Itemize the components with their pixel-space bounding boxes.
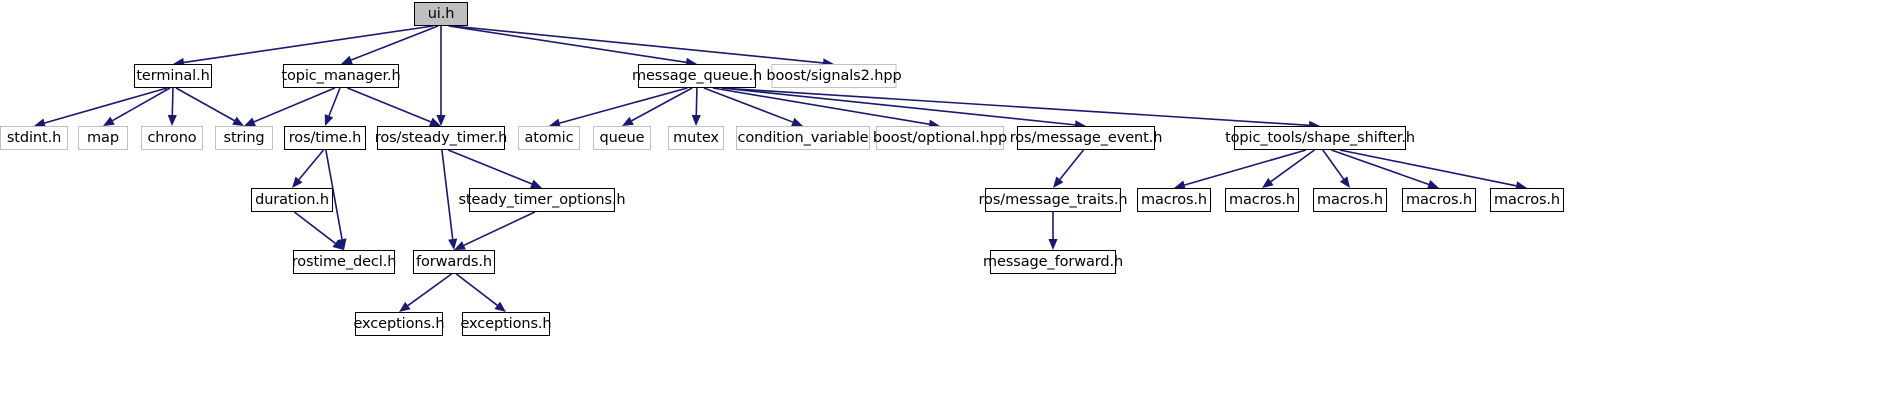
graph-edge-shape_shifter-to-macros5 [1339,149,1527,191]
graph-node-atomic[interactable]: atomic [518,126,580,150]
graph-node-rostime_decl[interactable]: rostime_decl.h [292,250,396,274]
graph-edge-ui-to-ros_steady_timer [436,26,446,126]
graph-node-message_queue[interactable]: message_queue.h [632,64,762,88]
graph-edge-ui-to-message_queue [448,25,697,67]
graph-node-duration[interactable]: duration.h [251,188,333,212]
graph-edge-terminal-to-chrono [167,87,177,126]
graph-node-macros1[interactable]: macros.h [1137,188,1211,212]
graph-node-mutex[interactable]: mutex [668,126,724,150]
graph-edge-message_queue-to-ros_message_event [721,87,1086,130]
graph-node-ros_message_event[interactable]: ros/message_event.h [1010,126,1162,150]
graph-edge-message_queue-to-mutex [691,87,701,126]
graph-node-macros4[interactable]: macros.h [1402,188,1476,212]
graph-node-ros_time[interactable]: ros/time.h [284,126,366,150]
graph-edge-ui-to-boost_signals2 [452,25,834,68]
graph-edge-terminal-to-stdint [34,87,168,128]
graph-node-topic_manager[interactable]: topic_manager.h [281,64,401,88]
graph-node-boost_signals2[interactable]: boost/signals2.hpp [766,64,902,88]
graph-node-terminal[interactable]: terminal.h [134,64,212,88]
graph-edge-topic_manager-to-ros_steady_timer [347,87,441,127]
graph-edge-message_queue-to-condition_variable [703,87,803,127]
graph-edge-terminal-to-string [175,87,244,126]
graph-node-macros3[interactable]: macros.h [1313,188,1387,212]
graph-node-macros2[interactable]: macros.h [1225,188,1299,212]
graph-edge-forwards-to-exceptions1 [399,273,452,312]
graph-edge-shape_shifter-to-macros3 [1322,149,1350,188]
graph-node-exceptions1[interactable]: exceptions.h [353,312,445,336]
graph-node-condition_variable[interactable]: condition_variable [736,126,870,150]
graph-node-queue[interactable]: queue [593,126,651,150]
graph-edge-ui-to-terminal [173,25,434,67]
graph-edge-shape_shifter-to-macros1 [1174,149,1307,190]
graph-edge-shape_shifter-to-macros4 [1331,149,1439,189]
graph-node-shape_shifter[interactable]: topic_tools/shape_shifter.h [1225,126,1415,150]
graph-node-map[interactable]: map [78,126,128,150]
graph-edge-shape_shifter-to-macros2 [1262,149,1315,188]
graph-edge-forwards-to-exceptions2 [455,273,506,312]
graph-edge-ros_message_traits-to-message_forward [1048,212,1058,250]
graph-edge-topic_manager-to-string [244,87,336,126]
graph-edge-duration-to-rostime_decl [293,211,344,250]
graph-edge-message_queue-to-queue [622,87,693,126]
graph-edge-ros_time-to-duration [292,149,325,188]
graph-node-ros_message_traits[interactable]: ros/message_traits.h [979,188,1128,212]
graph-edge-ros_message_event-to-ros_message_traits [1053,149,1085,188]
graph-edge-message_queue-to-shape_shifter [721,87,1320,130]
graph-node-macros5[interactable]: macros.h [1490,188,1564,212]
graph-node-exceptions2[interactable]: exceptions.h [460,312,552,336]
graph-node-string[interactable]: string [215,126,273,150]
graph-node-boost_optional[interactable]: boost/optional.hpp [873,126,1007,150]
graph-node-stdint[interactable]: stdint.h [0,126,68,150]
graph-node-ui[interactable]: ui.h [414,2,468,26]
graph-edge-ros_steady_timer-to-steady_timer_options [447,149,542,189]
graph-node-message_forward[interactable]: message_forward.h [983,250,1123,274]
graph-edge-steady_timer_options-to-forwards [454,211,536,250]
graph-edge-ui-to-topic_manager [341,25,439,65]
graph-node-ros_steady_timer[interactable]: ros/steady_timer.h [375,126,507,150]
graph-edge-message_queue-to-boost_optional [712,87,940,129]
graph-node-steady_timer_options[interactable]: steady_timer_options.h [458,188,626,212]
graph-edge-topic_manager-to-ros_time [324,87,341,126]
graph-edge-terminal-to-map [103,87,171,126]
graph-edge-ros_steady_timer-to-forwards [441,149,458,250]
graph-node-chrono[interactable]: chrono [141,126,203,150]
graph-edge-message_queue-to-atomic [549,87,688,128]
graph-node-forwards[interactable]: forwards.h [413,250,495,274]
